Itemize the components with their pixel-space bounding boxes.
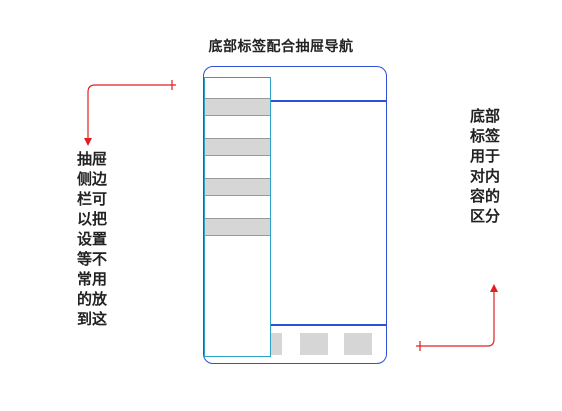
drawer-arrow-line [87,84,176,140]
phone-frame [203,66,387,364]
bottom-tab[interactable] [344,333,372,355]
drawer-item[interactable] [205,218,270,236]
tabs-annotation: 底部标签用于对内容的区分 [470,107,501,225]
diagram-title: 底部标签配合抽屉导航 [208,39,354,55]
drawer-annotation: 抽屉侧边栏可以把设置等不常用的放到这 [77,150,108,328]
tabs-arrow-line [416,290,495,347]
drawer-item[interactable] [205,178,270,196]
drawer-item[interactable] [205,98,270,116]
top-divider [271,100,387,102]
bottom-tab-divider [271,324,387,326]
bottom-tab[interactable] [300,333,328,355]
drawer-arrow-head [84,138,92,146]
drawer-item[interactable] [205,138,270,156]
tabs-arrow-head [490,284,498,292]
drawer-sidebar [204,77,271,357]
bottom-tab[interactable] [271,333,282,355]
